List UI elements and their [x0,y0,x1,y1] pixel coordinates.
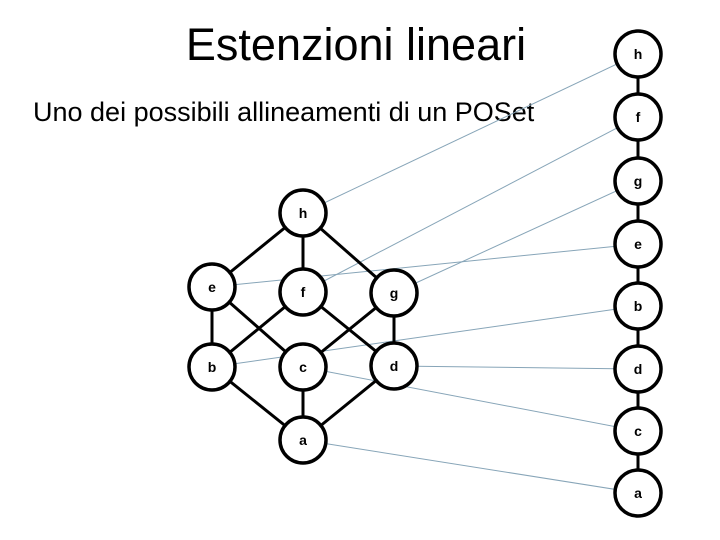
chain-node-circle-d [613,344,663,394]
chain-node-label-b: b [634,298,643,314]
chain-node-label-h: h [634,46,643,62]
chain-node-label-e: e [634,236,642,252]
chain-node-circle-e [613,219,663,269]
poset-node-f: f [278,267,328,317]
poset-edges-layer [210,211,396,442]
nodes-layer: h e f g b c d a h f g e b d c a [187,29,663,518]
poset-node-g: g [369,268,419,318]
mapping-line-c [302,366,639,432]
poset-node-label-b: b [208,359,217,375]
poset-node-label-f: f [301,284,306,300]
poset-node-circle-c [278,342,328,392]
slide-title: Estenzioni lineari [185,19,527,70]
chain-node-circle-g [613,156,663,206]
chain-node-circle-a [613,468,663,518]
poset-node-h: h [278,188,328,238]
poset-node-label-c: c [299,359,307,375]
mapping-line-a [302,439,639,494]
poset-node-circle-h [278,188,328,238]
poset-node-circle-b [187,342,237,392]
poset-node-c: c [278,342,328,392]
poset-node-circle-d [369,341,419,391]
chain-node-circle-h [613,29,663,79]
chain-node-label-c: c [634,423,642,439]
chain-node-d: d [613,344,663,394]
chain-node-circle-c [613,406,663,456]
chain-node-a: a [613,468,663,518]
poset-node-circle-e [187,262,237,312]
poset-node-label-e: e [208,279,216,295]
slide-subtitle: Uno dei possibili allineamenti di un POS… [33,97,535,127]
chain-node-g: g [613,156,663,206]
chain-node-f: f [613,92,663,142]
poset-node-label-h: h [299,205,308,221]
chain-node-circle-f [613,92,663,142]
chain-node-c: c [613,406,663,456]
poset-node-circle-a [278,415,328,465]
poset-node-e: e [187,262,237,312]
chain-node-circle-b [613,281,663,331]
poset-node-label-a: a [299,432,307,448]
poset-node-label-g: g [390,285,399,301]
mapping-line-d [393,365,639,370]
chain-node-h: h [613,29,663,79]
chain-node-label-f: f [636,109,641,125]
mapping-line-e [211,243,639,288]
mapping-line-g [393,180,639,294]
poset-node-circle-f [278,267,328,317]
chain-node-b: b [613,281,663,331]
poset-node-circle-g [369,268,419,318]
poset-node-d: d [369,341,419,391]
mapping-line-h [302,53,639,214]
mapping-lines-layer [211,53,639,494]
poset-node-b: b [187,342,237,392]
chain-node-e: e [613,219,663,269]
poset-node-label-d: d [390,358,399,374]
chain-node-label-a: a [634,485,642,501]
chain-node-label-g: g [634,173,643,189]
poset-node-a: a [278,415,328,465]
chain-node-label-d: d [634,361,643,377]
